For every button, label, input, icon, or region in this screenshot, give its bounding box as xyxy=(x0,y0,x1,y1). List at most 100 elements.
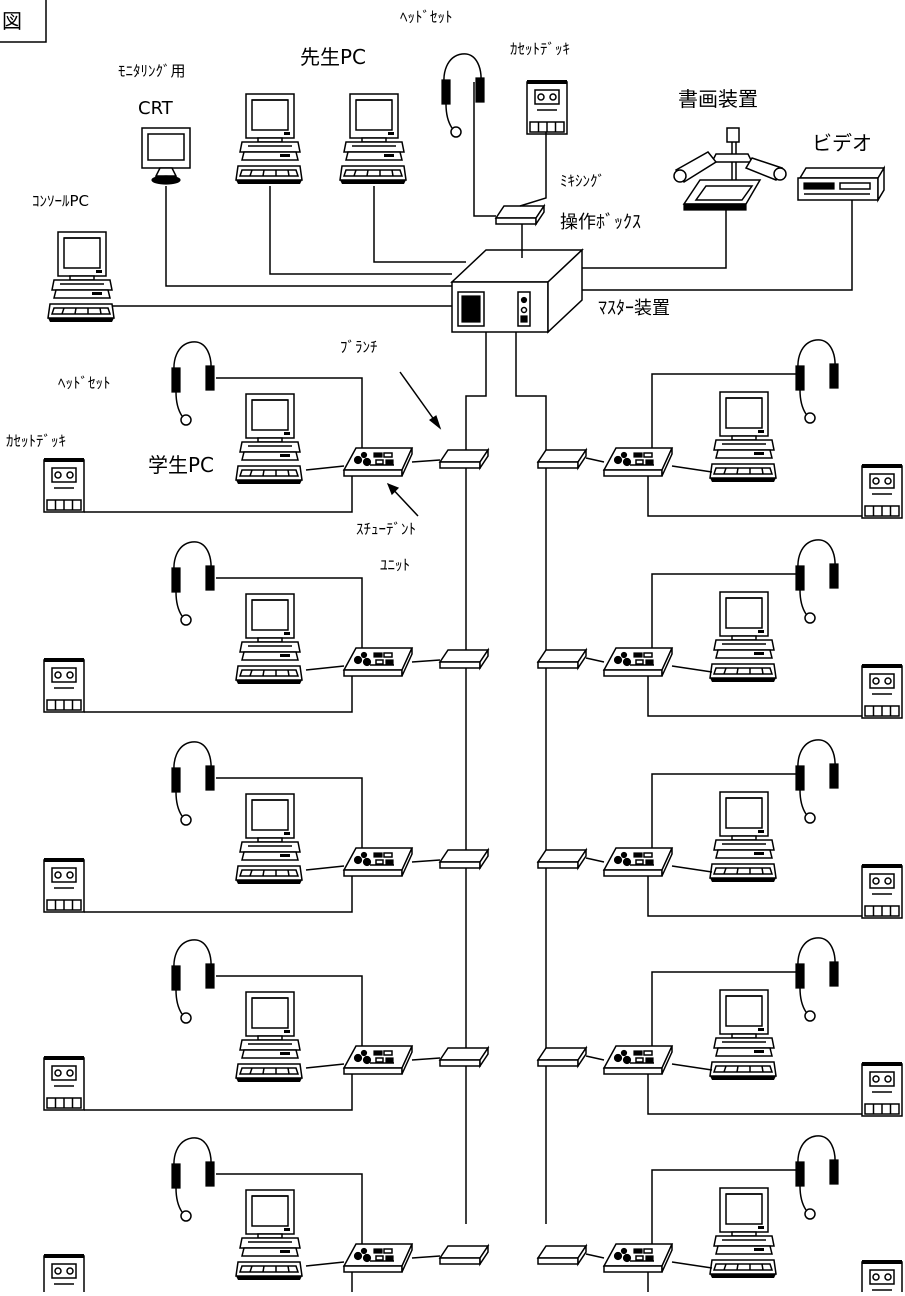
teacher-pc-2 xyxy=(339,93,407,185)
right-trunk xyxy=(515,332,547,1224)
right-cassette-wire-3 xyxy=(647,876,862,917)
document-camera-label: 書画装置 xyxy=(678,87,758,111)
right-cassette-3 xyxy=(861,863,903,919)
right-headset-wire-4 xyxy=(651,971,800,1046)
right-unit-pc-wire-3 xyxy=(671,865,713,873)
left-student-pc-4 xyxy=(235,991,303,1083)
cassette-student-label: ｶｾｯﾄﾃﾞｯｷ xyxy=(6,432,66,450)
right-branch-5 xyxy=(537,1245,587,1265)
right-headset-wire-2 xyxy=(651,573,800,648)
right-branch-1 xyxy=(537,449,587,469)
right-branch-2 xyxy=(537,649,587,669)
console-pc xyxy=(47,231,115,323)
right-student-unit-2 xyxy=(603,647,673,677)
right-student-unit-3 xyxy=(603,847,673,877)
figure-tag: 図 xyxy=(0,0,47,43)
right-cassette-wire-1 xyxy=(647,476,862,517)
left-cassette-3 xyxy=(43,857,85,913)
right-student-pc-5 xyxy=(709,1187,777,1279)
teacher-pc-1 xyxy=(235,93,303,185)
crt-label: CRT xyxy=(138,98,174,119)
headset-student-label: ﾍｯﾄﾞｾｯﾄ xyxy=(58,374,111,392)
right-cassette-4 xyxy=(861,1061,903,1117)
left-student-unit-5 xyxy=(343,1243,413,1273)
left-pc-unit-wire-2 xyxy=(305,665,345,671)
left-cassette-wire-4 xyxy=(84,1074,353,1111)
master-unit-label: ﾏｽﾀｰ装置 xyxy=(598,298,670,319)
right-headset-2 xyxy=(795,539,839,624)
right-student-unit-4 xyxy=(603,1045,673,1075)
right-unit-pc-wire-1 xyxy=(671,465,713,473)
right-headset-1 xyxy=(795,339,839,424)
cassette-top-label: ｶｾｯﾄﾃﾞｯｷ xyxy=(510,40,570,58)
student-unit-label-2: ﾕﾆｯﾄ xyxy=(380,556,410,574)
right-unit-pc-wire-5 xyxy=(671,1261,713,1269)
left-cassette-wire-5 xyxy=(351,1272,353,1296)
left-student-pc-5 xyxy=(235,1189,303,1281)
right-student-unit-5 xyxy=(603,1243,673,1273)
left-headset-wire-4 xyxy=(216,975,363,1046)
left-pc-unit-wire-4 xyxy=(305,1063,345,1069)
left-headset-wire-5 xyxy=(216,1173,363,1244)
left-headset-wire-3 xyxy=(216,777,363,848)
right-student-pc-1 xyxy=(709,391,777,483)
video-label: ビデオ xyxy=(812,131,872,155)
left-cassette-4 xyxy=(43,1055,85,1111)
left-cassette-5 xyxy=(43,1253,85,1296)
left-student-pc-3 xyxy=(235,793,303,885)
right-student-unit-1 xyxy=(603,447,673,477)
headset-top-label: ﾍｯﾄﾞｾｯﾄ xyxy=(400,8,453,26)
left-pc-unit-wire-3 xyxy=(305,865,345,871)
left-branch-3 xyxy=(439,849,489,869)
left-student-unit-1 xyxy=(343,447,413,477)
right-unit-pc-wire-4 xyxy=(671,1063,713,1071)
document-camera xyxy=(673,127,787,211)
left-unit-branch-wire-4 xyxy=(411,1057,441,1061)
left-branch-1 xyxy=(439,449,489,469)
left-cassette-2 xyxy=(43,657,85,713)
student-rows xyxy=(43,332,903,1296)
right-cassette-2 xyxy=(861,663,903,719)
right-branch-unit-wire-1 xyxy=(585,457,605,463)
left-headset-2 xyxy=(171,541,215,626)
left-trunk xyxy=(465,332,487,1224)
right-unit-pc-wire-2 xyxy=(671,665,713,673)
left-cassette-1 xyxy=(43,457,85,513)
left-headset-3 xyxy=(171,741,215,826)
right-headset-wire-5 xyxy=(651,1169,800,1244)
console-pc-label: ｺﾝｿｰﾙPC xyxy=(32,192,89,210)
right-student-pc-3 xyxy=(709,791,777,883)
branch-pointer-arrow xyxy=(399,371,442,430)
right-cassette-1 xyxy=(861,463,903,519)
left-headset-1 xyxy=(171,341,215,426)
left-cassette-wire-3 xyxy=(84,876,353,913)
left-cassette-wire-1 xyxy=(84,476,353,513)
left-student-pc-2 xyxy=(235,593,303,685)
student-pc-label: 学生PC xyxy=(148,453,214,477)
right-headset-wire-3 xyxy=(651,773,800,848)
figure-tag-text: 図 xyxy=(2,9,22,33)
left-headset-5 xyxy=(171,1137,215,1222)
right-student-pc-4 xyxy=(709,989,777,1081)
right-branch-unit-wire-4 xyxy=(585,1055,605,1061)
right-headset-4 xyxy=(795,937,839,1022)
right-cassette-wire-5 xyxy=(647,1272,649,1296)
left-unit-branch-wire-1 xyxy=(411,459,441,463)
mixing-label: ﾐｷｼﾝｸﾞ xyxy=(560,172,605,190)
headset-top xyxy=(441,53,485,138)
right-cassette-wire-4 xyxy=(647,1074,862,1115)
teacher-pc-label: 先生PC xyxy=(300,45,366,69)
left-unit-branch-wire-2 xyxy=(411,659,441,663)
student-unit-label-1: ｽﾁｭｰﾃﾞﾝﾄ xyxy=(356,520,416,538)
crt-monitor xyxy=(141,127,191,185)
right-branch-4 xyxy=(537,1047,587,1067)
monitoring-label: ﾓﾆﾀﾘﾝｸﾞ用 xyxy=(118,62,186,80)
left-student-unit-2 xyxy=(343,647,413,677)
left-cassette-wire-2 xyxy=(84,676,353,713)
video-deck xyxy=(797,165,886,203)
left-pc-unit-wire-1 xyxy=(305,465,345,471)
branch-label: ﾌﾞﾗﾝﾁ xyxy=(340,338,378,356)
operation-box xyxy=(495,205,545,225)
